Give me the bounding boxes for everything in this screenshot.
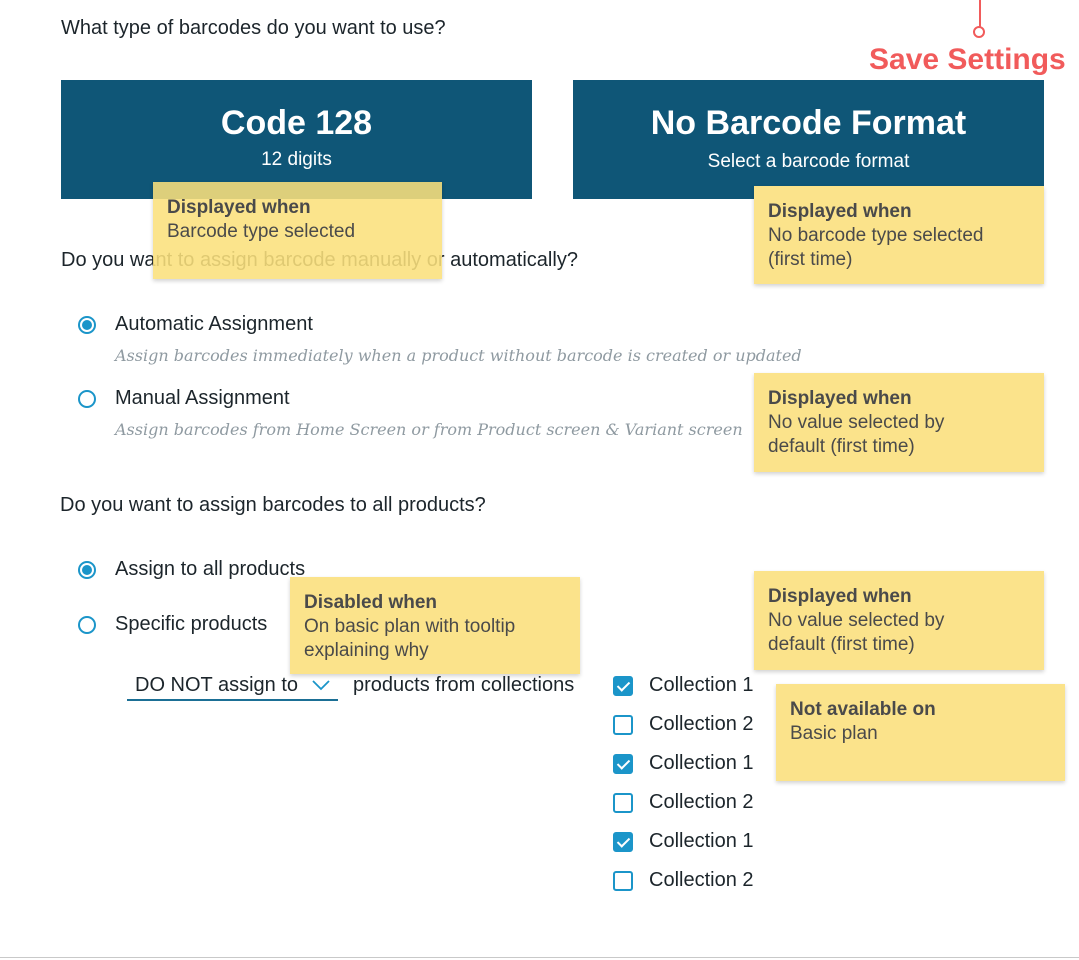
- note-type-selected: Displayed when Barcode type selected: [153, 182, 442, 279]
- note-title: Displayed when: [768, 201, 912, 222]
- radio-unselected-icon[interactable]: [78, 390, 96, 408]
- checkbox-checked-icon[interactable]: [613, 754, 633, 774]
- barcode-type-question: What type of barcodes do you want to use…: [61, 17, 446, 39]
- collection-rule-select[interactable]: DO NOT assign to: [127, 672, 338, 701]
- radio-selected-icon[interactable]: [78, 316, 96, 334]
- chevron-down-icon: [312, 680, 330, 691]
- save-settings-button[interactable]: Save Settings: [869, 43, 1066, 76]
- card-subtitle: Select a barcode format: [707, 151, 910, 172]
- note-title: Displayed when: [768, 586, 912, 607]
- note-body: No value selected by: [768, 610, 945, 631]
- note-body: Barcode type selected: [167, 221, 356, 242]
- checkbox-unchecked-icon[interactable]: [613, 871, 633, 891]
- note-mode-default: Displayed when No value selected by defa…: [754, 373, 1044, 472]
- collection-label[interactable]: Collection 2: [649, 791, 754, 813]
- note-title: Disabled when: [304, 592, 438, 613]
- radio-all-products[interactable]: [78, 561, 96, 584]
- checkbox-checked-icon[interactable]: [613, 676, 633, 696]
- collection-label[interactable]: Collection 1: [649, 752, 754, 774]
- collection-checkbox[interactable]: [613, 754, 633, 779]
- radio-specific-products[interactable]: [78, 616, 96, 639]
- barcode-card-code128[interactable]: Code 128 12 digits: [61, 80, 532, 199]
- collection-rule-select-value: DO NOT assign to: [135, 674, 299, 696]
- card-subtitle: 12 digits: [261, 149, 332, 170]
- assign-scope-question: Do you want to assign barcodes to all pr…: [60, 494, 486, 516]
- barcode-card-no-format[interactable]: No Barcode Format Select a barcode forma…: [573, 80, 1044, 199]
- checkbox-unchecked-icon[interactable]: [613, 793, 633, 813]
- save-annotation-dot: [973, 26, 985, 38]
- collection-label[interactable]: Collection 1: [649, 830, 754, 852]
- option-all-products-label[interactable]: Assign to all products: [115, 558, 306, 580]
- option-manual-hint: Assign barcodes from Home Screen or from…: [115, 420, 743, 439]
- note-title: Displayed when: [167, 197, 311, 218]
- note-no-type: Displayed when No barcode type selected …: [754, 186, 1044, 284]
- option-specific-products-label[interactable]: Specific products: [115, 613, 268, 635]
- note-title: Not available on: [790, 699, 936, 720]
- note-not-available: Not available on Basic plan: [776, 684, 1065, 781]
- radio-automatic[interactable]: [78, 316, 96, 339]
- option-automatic-label[interactable]: Automatic Assignment: [115, 313, 313, 335]
- radio-selected-icon[interactable]: [78, 561, 96, 579]
- collection-checkbox[interactable]: [613, 793, 633, 818]
- collection-checkbox[interactable]: [613, 715, 633, 740]
- radio-unselected-icon[interactable]: [78, 616, 96, 634]
- collection-checkbox[interactable]: [613, 871, 633, 896]
- option-automatic-hint: Assign barcodes immediately when a produ…: [115, 346, 802, 365]
- note-body: default (first time): [768, 634, 915, 655]
- collection-label[interactable]: Collection 2: [649, 869, 754, 891]
- note-disabled: Disabled when On basic plan with tooltip…: [290, 577, 580, 674]
- note-body: On basic plan with tooltip: [304, 616, 516, 637]
- note-body: Basic plan: [790, 723, 878, 744]
- checkbox-unchecked-icon[interactable]: [613, 715, 633, 735]
- note-body: explaining why: [304, 640, 429, 661]
- bottom-divider: [0, 957, 1079, 958]
- collection-rule-suffix: products from collections: [353, 674, 575, 696]
- collection-label[interactable]: Collection 2: [649, 713, 754, 735]
- collection-checkbox[interactable]: [613, 676, 633, 701]
- note-body: No value selected by: [768, 412, 945, 433]
- collection-label[interactable]: Collection 1: [649, 674, 754, 696]
- note-scope-default: Displayed when No value selected by defa…: [754, 571, 1044, 670]
- collection-checkbox[interactable]: [613, 832, 633, 857]
- card-title: No Barcode Format: [650, 104, 967, 142]
- note-body: default (first time): [768, 436, 915, 457]
- note-body: (first time): [768, 249, 853, 270]
- option-manual-label[interactable]: Manual Assignment: [115, 387, 290, 409]
- radio-manual[interactable]: [78, 390, 96, 413]
- note-body: No barcode type selected: [768, 225, 984, 246]
- note-title: Displayed when: [768, 388, 912, 409]
- card-title: Code 128: [220, 104, 373, 142]
- save-annotation-line: [979, 0, 981, 28]
- checkbox-checked-icon[interactable]: [613, 832, 633, 852]
